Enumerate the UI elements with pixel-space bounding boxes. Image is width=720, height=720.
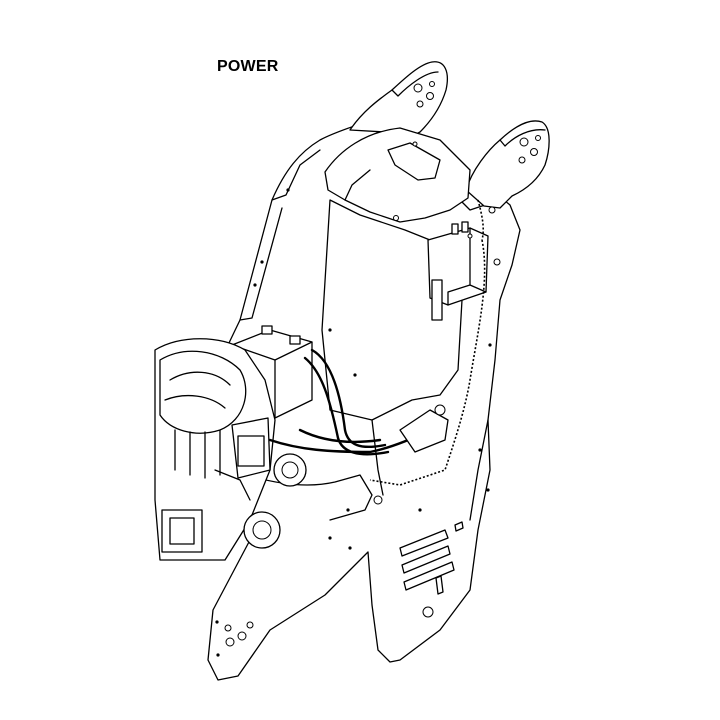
left-handle-bracket bbox=[349, 61, 448, 141]
panel-slots bbox=[399, 521, 464, 618]
wiring-harness bbox=[268, 199, 486, 486]
console-cover bbox=[324, 127, 471, 223]
diagram-title: POWER bbox=[217, 58, 279, 75]
right-handle-bracket bbox=[465, 120, 550, 209]
engine bbox=[154, 338, 307, 561]
control-module bbox=[427, 206, 501, 321]
mounting-holes bbox=[215, 188, 492, 657]
